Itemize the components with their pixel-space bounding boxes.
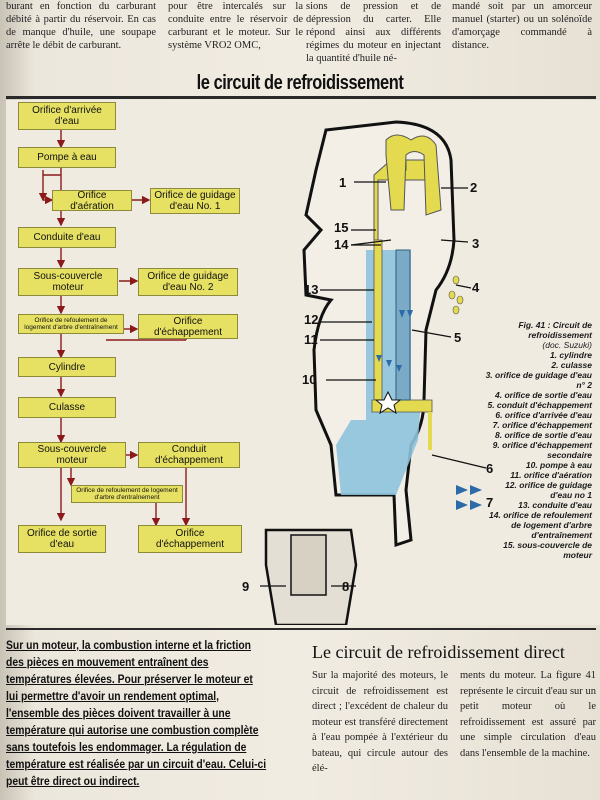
flow-node-water-guide-2: Orifice de guidage d'eau No. 2 xyxy=(138,268,238,296)
engine-cutaway-illustration xyxy=(260,120,487,625)
callout-8: 8 xyxy=(342,579,350,594)
callout-6: 6 xyxy=(486,461,494,476)
legend-item: 6. orifice d'arrivée d'eau xyxy=(495,410,592,420)
callout-15: 15 xyxy=(334,220,349,235)
top-text-column-2: pour être intercalés sur la conduite ent… xyxy=(168,1,303,51)
figure-cooling-circuit: Orifice d'arrivée d'eau Pompe à eau Orif… xyxy=(6,100,600,625)
flow-node-exhaust-duct: Conduit d'échappement xyxy=(138,442,240,468)
flow-node-driveshaft-discharge: Orifice de refoulement de logement d'arb… xyxy=(18,314,124,334)
flow-node-water-pump: Pompe à eau xyxy=(18,147,116,168)
flow-node-cylinder-head: Culasse xyxy=(18,397,116,418)
flow-node-water-guide-1: Orifice de guidage d'eau No. 1 xyxy=(150,188,240,214)
callout-10: 10 xyxy=(302,372,317,387)
flow-node-exhaust-port-2: Orifice d'échappement xyxy=(138,525,242,553)
legend-item: 3. orifice de guidage d'eau n° 2 xyxy=(485,370,592,390)
flow-node-water-outlet: Orifice de sortie d'eau xyxy=(18,525,106,553)
callout-1: 1 xyxy=(339,175,347,190)
legend-item: 14. orifice de refoulement de logement d… xyxy=(489,510,592,540)
callout-9: 9 xyxy=(242,579,250,594)
section2-title: Le circuit de refroidissement direct xyxy=(312,642,565,662)
legend-item: 10. pompe à eau xyxy=(525,460,592,470)
legend-item: 4. orifice de sortie d'eau xyxy=(495,390,592,400)
legend-item: 13. conduite d'eau xyxy=(518,500,592,510)
section-title: le circuit de refroidissement xyxy=(196,72,404,94)
flow-node-engine-subcover: Sous-couvercle moteur xyxy=(18,268,118,296)
top-text-column-4: mandé soit par un amorceur manuel (start… xyxy=(452,1,592,51)
callout-7: 7 xyxy=(486,495,494,510)
legend-item: 15. sous-couvercle de moteur xyxy=(503,540,592,560)
callout-2: 2 xyxy=(470,180,478,195)
legend-item: 5. conduit d'échappement xyxy=(487,400,592,410)
legend-item: 9. orifice d'échappement secondaire xyxy=(492,440,592,460)
legend-item: 8. orifice de sortie d'eau xyxy=(495,430,592,440)
legend-item: 11. orifice d'aération xyxy=(510,470,592,480)
figure-source: (doc. Suzuki) xyxy=(542,340,592,350)
callout-11: 11 xyxy=(304,332,318,347)
flow-node-exhaust-port: Orifice d'échappement xyxy=(138,314,238,339)
intro-paragraph: Sur un moteur, la combustion interne et … xyxy=(6,640,267,788)
figure-caption: Fig. 41 : Circuit de refroidissement xyxy=(518,320,592,340)
callout-3: 3 xyxy=(472,236,480,251)
flow-node-water-pipe: Conduite d'eau xyxy=(18,227,116,248)
callout-4: 4 xyxy=(472,280,480,295)
flow-node-cylinder: Cylindre xyxy=(18,357,116,377)
top-text-column-1: burant en fonction du carburant débité à… xyxy=(6,1,156,51)
section2-column-2: ments du moteur. La figure 41 représente… xyxy=(460,670,596,759)
legend-item: 7. orifice d'échappement xyxy=(492,420,592,430)
legend-item: 1. cylindre xyxy=(549,350,592,360)
callout-5: 5 xyxy=(454,330,462,345)
section-divider xyxy=(6,628,596,630)
flow-node-aeration-port: Orifice d'aération xyxy=(52,190,132,212)
title-rule xyxy=(6,96,596,99)
top-text-column-3: sions de pression et de dépression du ca… xyxy=(306,1,441,64)
flow-node-engine-subcover-2: Sous-couvercle moteur xyxy=(18,442,126,468)
callout-14: 14 xyxy=(334,237,349,252)
figure-legend: Fig. 41 : Circuit de refroidissement (do… xyxy=(484,320,592,560)
flow-node-water-inlet: Orifice d'arrivée d'eau xyxy=(18,102,116,130)
legend-item: 12. orifice de guidage d'eau no 1 xyxy=(505,480,592,500)
callout-13: 13 xyxy=(304,282,319,297)
flow-node-driveshaft-discharge-2: Orifice de refoulement de logement d'arb… xyxy=(71,485,183,503)
legend-item: 2. culasse xyxy=(551,360,592,370)
section2-column-1: Sur la majorité des moteurs, le circuit … xyxy=(312,670,448,774)
callout-12: 12 xyxy=(304,312,319,327)
